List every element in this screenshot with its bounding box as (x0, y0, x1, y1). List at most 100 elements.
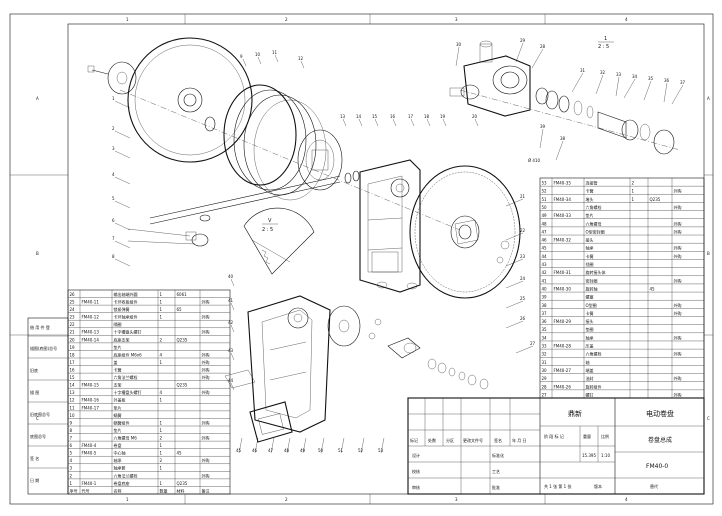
bom-left-cell: 3 (70, 466, 73, 471)
bom-left-cell: 卡环轴承组件 (114, 314, 138, 320)
bom-left-cell: 六角法兰螺栓 (114, 472, 138, 478)
bom-left-cell: 轴承套 (114, 465, 126, 471)
bom-left-cell: 1 (160, 443, 163, 448)
bom-right-cell: 外购 (674, 204, 682, 210)
bom-left-cell: FM40-17 (82, 405, 100, 410)
rev-header-mark: 标记 (410, 437, 418, 443)
bom-left-cell: FM40-15 (82, 383, 100, 388)
bom-left-cell: 45 (177, 451, 183, 456)
callout-number: 13 (340, 114, 346, 119)
bom-left-cell: 外购 (202, 419, 210, 425)
bom-left-cell: 1 (160, 398, 163, 403)
bom-left-cell: 22 (70, 322, 76, 327)
bom-right-cell: 外购 (674, 228, 682, 234)
bom-left-cell: 中心轴 (114, 450, 126, 456)
rev-header-zone: 分区 (446, 437, 454, 443)
bom-left-cell: 1 (160, 466, 163, 471)
drawing-name: 卷盘总成 (648, 436, 672, 444)
callout-number: 49 (300, 448, 306, 453)
callout-number: 45 (236, 448, 242, 453)
callout-number: 26 (520, 316, 526, 321)
bom-left-cell: 13 (70, 390, 76, 395)
bom-right-cell: 38 (542, 303, 548, 308)
bom-left-cell: 9 (70, 420, 73, 425)
bom-right-cell: 41 (542, 278, 548, 283)
bom-left-cell: 外购 (202, 351, 210, 357)
callout-number: 41 (228, 298, 234, 303)
bom-left-cell: FM40-13 (82, 330, 100, 335)
bom-right-cell: 卡簧 (586, 188, 594, 194)
callout-number: 3 (112, 146, 115, 151)
bom-left-cell: 24 (70, 307, 76, 312)
bom-left-cell: 垫片 (114, 427, 122, 433)
bom-right-cell: 堵头 (586, 196, 594, 202)
bom-left-cell: 卡簧 (114, 367, 122, 373)
bom-left-cell: 8 (70, 428, 73, 433)
bom-right-cell: 52 (542, 189, 548, 194)
bom-right-cell: 旋转接头体 (586, 269, 606, 275)
bom-left-cell: 1 (160, 420, 163, 425)
callout-number: 52 (358, 448, 364, 453)
callout-number: 24 (520, 276, 526, 281)
callout-number: 21 (520, 194, 526, 199)
callout-number: 12 (298, 56, 304, 61)
bom-right-cell: FM40-26 (554, 384, 572, 389)
detail-view-b-label-top: V (268, 218, 272, 224)
zone-left-b: B (36, 251, 39, 256)
bom-left-cell: 1 (160, 451, 163, 456)
bom-right-cell: 40 (542, 286, 548, 291)
sidebar-label-0: 借 用 件 登 (30, 324, 50, 330)
callout-number: 23 (520, 254, 526, 259)
bom-left-cell: 1 (160, 428, 163, 433)
bom-left-cell: 16 (70, 368, 76, 373)
rev-header-count: 处数 (428, 437, 436, 443)
callout-number: 15 (372, 114, 378, 119)
left-sidebar: 借 用 件 登 描图(底图)总号 旧底 描 图 旧底图总号 底图总号 签 名 日… (27, 317, 69, 495)
bom-left-cell: 六角法兰螺栓 (114, 374, 138, 380)
detail-view-b-label-scale: 2 : 5 (262, 227, 273, 233)
zone-ticks (10, 14, 713, 504)
exploded-assembly (87, 37, 681, 443)
bom-left-cell: 外购 (202, 314, 210, 320)
bom-right-cell: 接头 (586, 318, 594, 324)
bom-left-cell: 6061 (177, 292, 188, 297)
callout-number: 31 (580, 68, 586, 73)
zone-right-a: A (707, 96, 710, 101)
bom-right-cell: FM40-29 (554, 319, 572, 324)
bom-left-cell: 卷盘底座 (114, 480, 130, 486)
bom-left-cell: 23 (70, 315, 76, 320)
bom-left-cell: 4 (70, 458, 73, 463)
rev-header-date: 年 月 日 (512, 437, 527, 443)
bom-left-cell: 26 (70, 292, 76, 297)
bom-right-cell: 密封圈 (586, 277, 598, 283)
bom-left-cell: 65 (177, 307, 183, 312)
bom-right-cell: 螺塞 (586, 294, 594, 300)
zone-right-c: C (707, 416, 710, 421)
bom-right-cell: 39 (542, 295, 548, 300)
bom-right-cell: 旋转组件 (586, 383, 602, 389)
bom-right-cell: 外购 (674, 334, 682, 340)
zone-labels: 1 2 3 4 1 2 3 4 A B C A B C (36, 17, 710, 502)
bom-left-cell: 底座组件 M6x6 (114, 351, 143, 357)
callout-number: 9 (240, 54, 243, 59)
drawing-number: FM40-0 (646, 463, 668, 470)
bom-left-cell: 5 (70, 451, 73, 456)
bom-right-cell: 挡圈 (586, 261, 594, 267)
bom-left-cell: 1 (160, 481, 163, 486)
bom-left-cell: 2 (70, 473, 73, 478)
bom-left-cell: 12 (70, 398, 76, 403)
callout-number: 44 (228, 378, 234, 383)
callout-number: 53 (378, 448, 384, 453)
bom-right-cell: 六角螺栓 (586, 351, 602, 357)
bom-right-cell: 29 (542, 376, 548, 381)
role-review: 审核 (412, 484, 420, 490)
bom-left-cell: 十字槽盘头螺钉 (114, 389, 142, 395)
bom-right-cell: 垫圈 (586, 326, 594, 332)
bom-right-cell: 1 (632, 197, 635, 202)
